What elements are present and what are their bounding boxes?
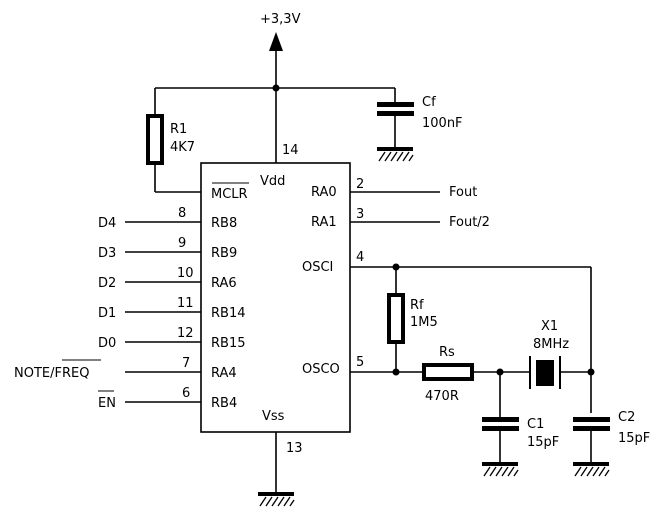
pin-rb15: 12 RB15 D0: [98, 326, 246, 351]
pin-number: 8: [178, 206, 186, 221]
capacitor-plate-icon: [377, 111, 414, 116]
r1-ref: R1: [170, 122, 187, 137]
pin-number: 12: [177, 326, 194, 341]
ground-icon: [572, 461, 610, 477]
ra1-pin-number: 3: [356, 207, 364, 222]
r1-value: 4K7: [170, 140, 195, 155]
net-label: D2: [98, 276, 116, 291]
capacitor-c1: C1 15pF: [481, 372, 559, 477]
vss-pin-number: 13: [286, 441, 303, 456]
mclr-pin-name: MCLR: [211, 187, 248, 202]
pin-name: RB15: [211, 336, 246, 351]
ground-icon: [376, 146, 414, 162]
pin-number: 9: [178, 236, 186, 251]
pin-rb4: 6 RB4 EN: [98, 386, 237, 411]
pin-name: RB8: [211, 216, 237, 231]
pin-ra6: 10 RA6 D2: [98, 266, 237, 291]
osco-pin-number: 5: [356, 355, 364, 370]
capacitor-plate-icon: [573, 426, 610, 431]
pin-name: RB4: [211, 396, 237, 411]
x1-ref: X1: [541, 319, 558, 334]
junction-dot: [272, 84, 280, 92]
fout-half-label: Fout/2: [449, 215, 490, 230]
ra0-pin-number: 2: [356, 177, 364, 192]
net-label: D0: [98, 336, 116, 351]
osci-pin-number: 4: [356, 250, 364, 265]
c2-value: 15pF: [618, 431, 650, 446]
capacitor-c2: C2 15pF: [572, 410, 650, 477]
crystal-x1: X1 8MHz: [529, 319, 591, 389]
pin-number: 6: [182, 386, 190, 401]
c2-ref: C2: [618, 410, 635, 425]
supply-arrow-icon: [269, 32, 283, 51]
vdd-pin-name: Vdd: [260, 174, 285, 189]
pin-name: RB9: [211, 246, 237, 261]
cf-value: 100nF: [422, 116, 463, 131]
capacitor-cf: Cf 100nF: [376, 88, 463, 162]
capacitor-plate-icon: [482, 417, 519, 422]
net-label: D4: [98, 216, 116, 231]
osci-pin-name: OSCI: [302, 260, 333, 275]
ra1-pin-name: RA1: [311, 215, 337, 230]
ic-body: [200, 162, 351, 433]
net-label: NOTE/FREQ: [14, 366, 89, 381]
resistor-rf: Rf 1M5: [387, 267, 438, 372]
pin-name: RA6: [211, 276, 237, 291]
pin-name: RB14: [211, 306, 246, 321]
osco-pin-name: OSCO: [302, 362, 340, 377]
net-label: D3: [98, 246, 116, 261]
rs-ref: Rs: [439, 345, 455, 360]
rf-ref: Rf: [410, 298, 424, 313]
vss-ground: 13: [257, 432, 303, 507]
capacitor-plate-icon: [377, 102, 414, 107]
vdd-pin-number: 14: [282, 143, 299, 158]
resistor-body-icon: [387, 293, 405, 344]
crystal-body-icon: [536, 360, 554, 386]
x1-value: 8MHz: [533, 337, 569, 352]
net-label: EN: [98, 396, 116, 411]
cf-ref: Cf: [422, 95, 436, 110]
supply-symbol: +3,3V: [260, 12, 301, 163]
capacitor-plate-icon: [482, 426, 519, 431]
supply-label: +3,3V: [260, 12, 301, 27]
vss-pin-name: Vss: [262, 409, 285, 424]
rf-value: 1M5: [410, 315, 438, 330]
pin-number: 10: [177, 266, 194, 281]
left-pins: 8 RB8 D4 9 RB9 D3 10 RA6 D2 11 RB14 D1 1…: [14, 206, 246, 411]
resistor-rs: Rs 470R: [422, 345, 530, 404]
c1-ref: C1: [527, 417, 544, 432]
rs-value: 470R: [425, 389, 459, 404]
ground-icon: [481, 461, 519, 477]
pin-rb8: 8 RB8 D4: [98, 206, 237, 231]
net-label: D1: [98, 306, 116, 321]
resistor-r1: R1 4K7: [146, 88, 201, 193]
ra0-pin-name: RA0: [311, 185, 337, 200]
pin-rb14: 11 RB14 D1: [98, 296, 246, 321]
resistor-body-icon: [146, 114, 164, 165]
resistor-body-icon: [422, 363, 474, 381]
capacitor-plate-icon: [573, 417, 610, 422]
pin-ra4: 7 RA4 NOTE/FREQ: [14, 356, 237, 381]
pin-number: 7: [182, 356, 190, 371]
junction-dot: [587, 368, 595, 376]
junction-dot: [392, 368, 400, 376]
fout-label: Fout: [449, 185, 477, 200]
pin-rb9: 9 RB9 D3: [98, 236, 237, 261]
net-fout: 2 Fout: [350, 177, 477, 200]
pin-number: 11: [177, 296, 194, 311]
net-fout-half: 3 Fout/2: [350, 207, 490, 230]
pin-name: RA4: [211, 366, 237, 381]
c1-value: 15pF: [527, 435, 559, 450]
ground-icon: [257, 491, 295, 507]
